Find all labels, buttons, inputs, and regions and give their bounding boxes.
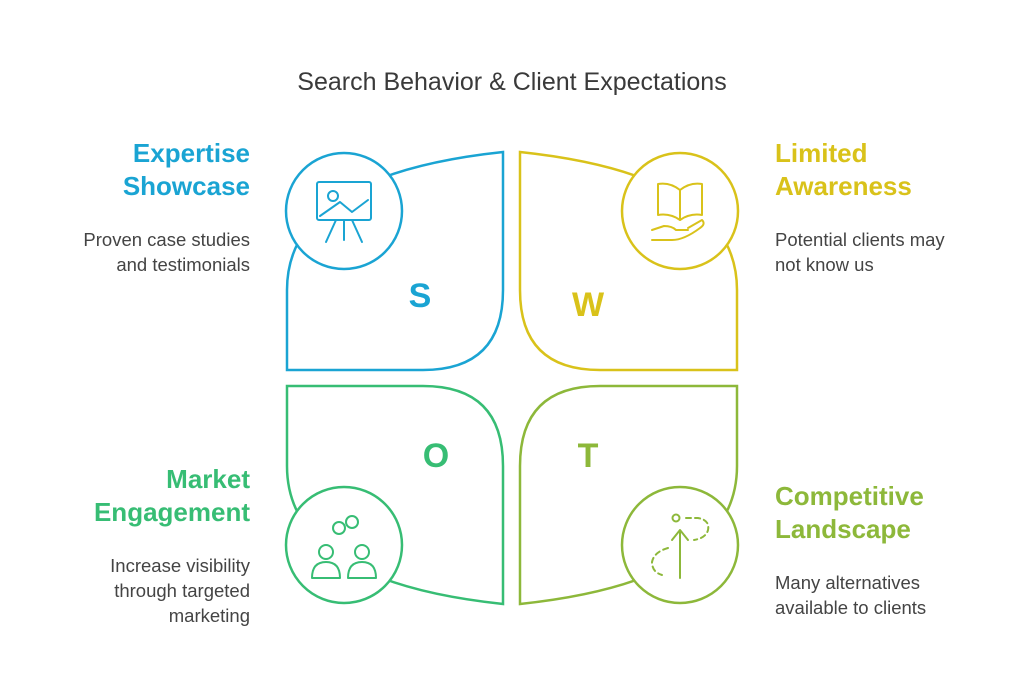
quadrant-t-heading: Competitive Landscape [775, 480, 975, 546]
people-group-icon [311, 515, 377, 579]
quadrant-s-heading: Expertise Showcase [50, 137, 250, 203]
quadrant-o-letter: O [423, 437, 449, 475]
quadrant-t-description: Many alternatives available to clients [775, 570, 975, 620]
presentation-easel-icon [316, 181, 372, 243]
quadrant-o-desc-line: marketing [168, 605, 250, 626]
quadrant-w-heading-line: Awareness [775, 171, 912, 201]
quadrant-t-desc-line: Many alternatives [775, 572, 920, 593]
quadrant-s-heading-line: Showcase [122, 171, 250, 201]
quadrant-s-letter: S [409, 277, 432, 315]
quadrant-o-heading-line: Engagement [93, 497, 250, 527]
quadrant-s-heading-line: Expertise [132, 138, 250, 168]
quadrant-o-heading-line: Market [166, 464, 250, 494]
quadrant-o-heading: Market Engagement [50, 463, 250, 529]
quadrant-w-heading-line: Limited [775, 138, 868, 168]
path-arrow-icon [651, 513, 710, 579]
quadrant-t-letter: T [578, 437, 599, 475]
quadrant-s-description: Proven case studies and testimonials [50, 227, 250, 277]
quadrant-w-desc-line: Potential clients may [775, 229, 945, 250]
quadrant-o-description: Increase visibility through targeted mar… [50, 553, 250, 628]
quadrant-w-desc-line: not know us [775, 254, 874, 275]
quadrant-s-desc-line: and testimonials [116, 254, 250, 275]
quadrant-s-text: Expertise Showcase Proven case studies a… [50, 137, 250, 277]
quadrant-t-heading-line: Competitive [775, 481, 924, 511]
quadrant-w-letter: W [572, 286, 605, 324]
quadrant-t-text: Competitive Landscape Many alternatives … [775, 480, 975, 620]
open-book-in-hand-icon [651, 182, 705, 241]
quadrant-t-heading-line: Landscape [775, 514, 911, 544]
quadrant-w-heading: Limited Awareness [775, 137, 975, 203]
quadrant-t-desc-line: available to clients [775, 597, 927, 618]
quadrant-w-text: Limited Awareness Potential clients may … [775, 137, 975, 277]
quadrant-w-description: Potential clients may not know us [775, 227, 975, 277]
diagram-title: Search Behavior & Client Expectations [297, 68, 727, 96]
quadrant-s-circle [284, 151, 404, 271]
quadrant-o-circle [284, 485, 404, 605]
quadrant-o-desc-line: through targeted [114, 580, 250, 601]
quadrant-s-desc-line: Proven case studies [83, 229, 250, 250]
quadrant-o-text: Market Engagement Increase visibility th… [50, 463, 250, 628]
quadrant-o-desc-line: Increase visibility [110, 555, 250, 576]
